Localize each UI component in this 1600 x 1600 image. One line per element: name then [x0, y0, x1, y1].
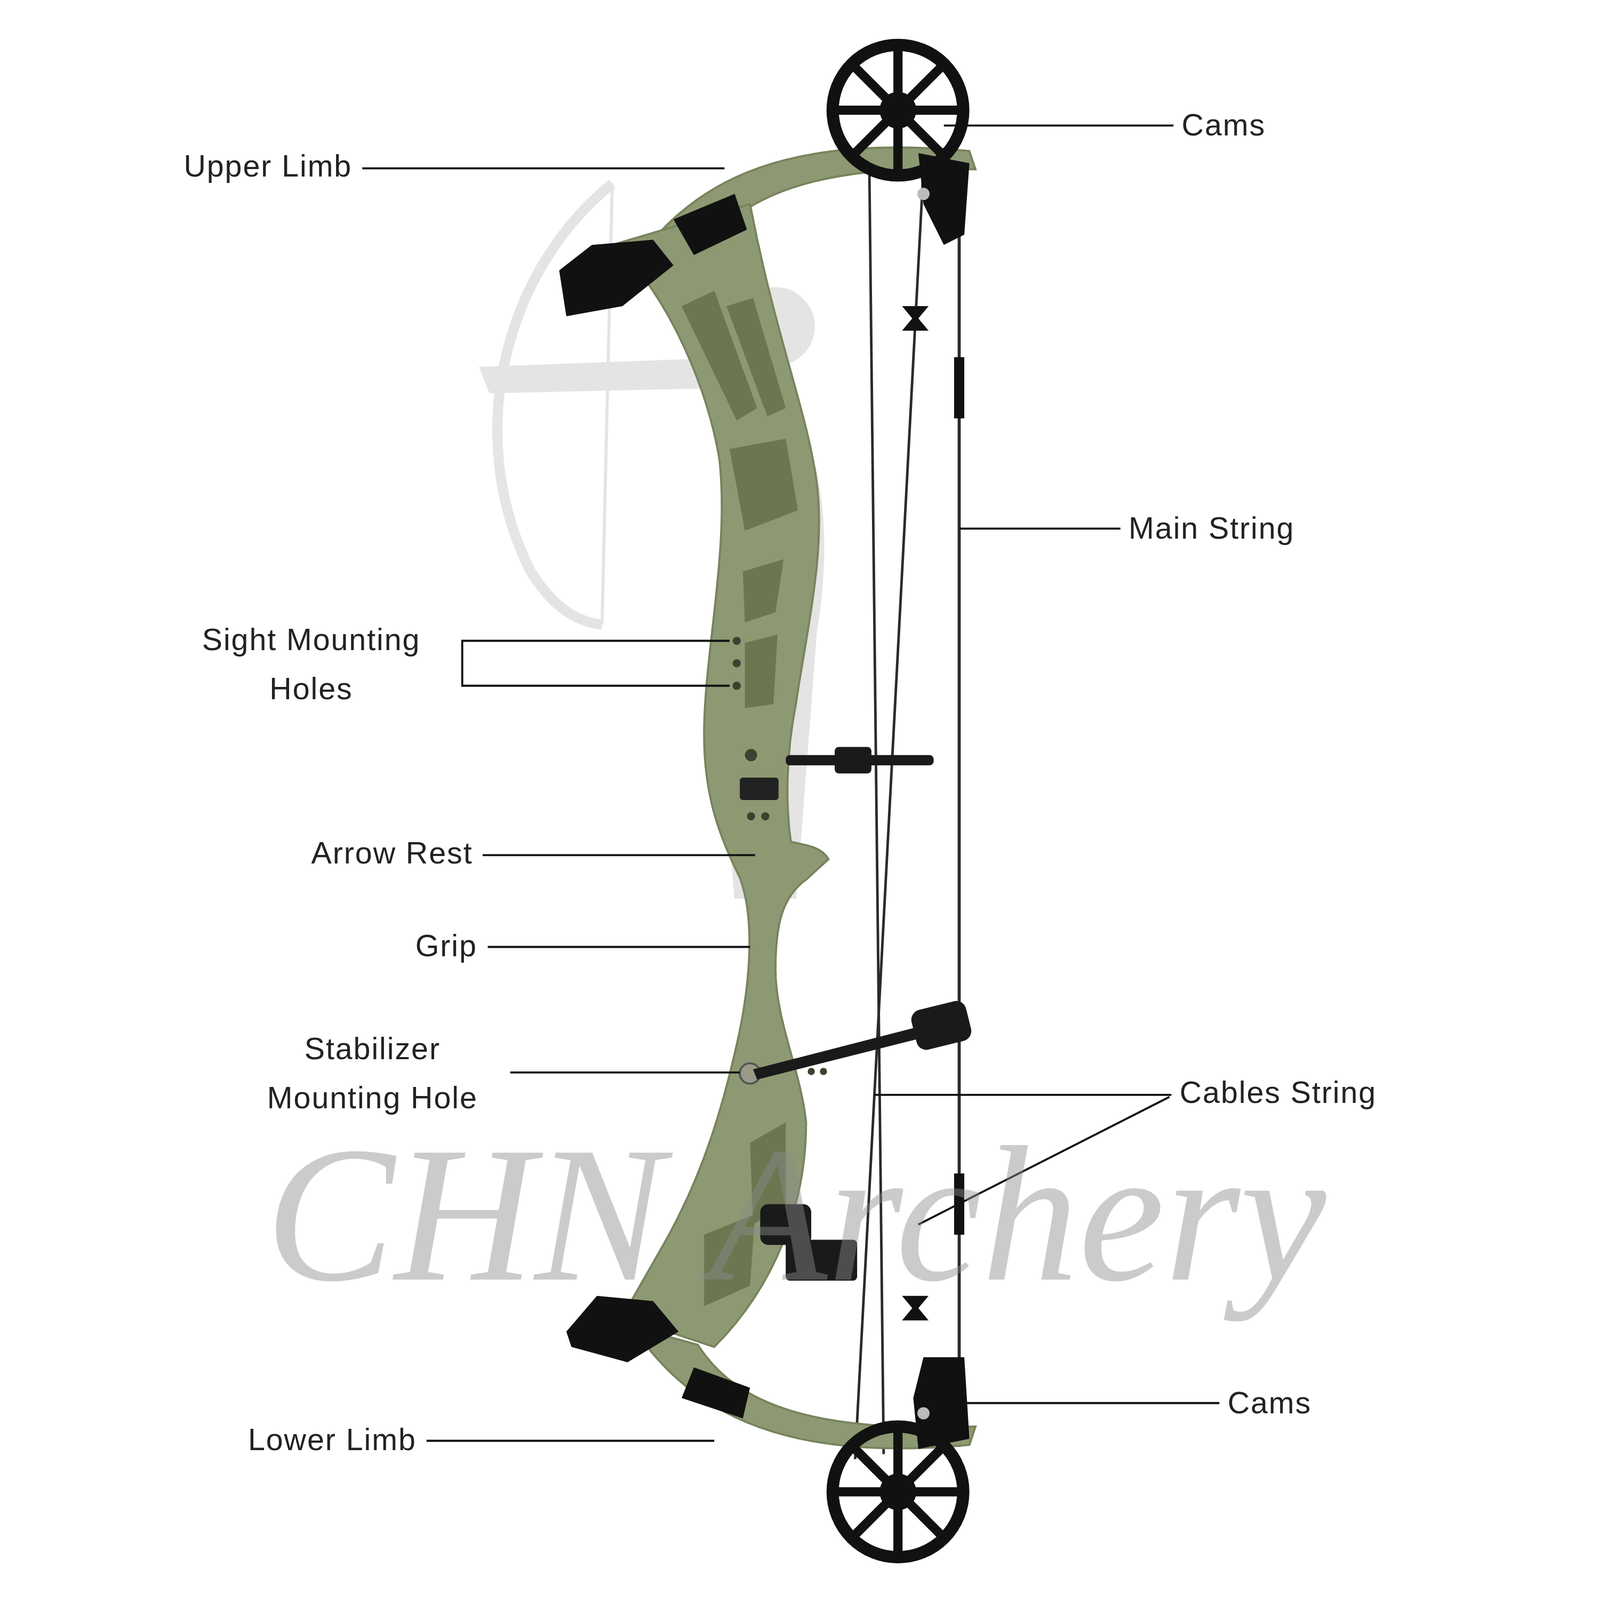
riser-badge	[739, 777, 779, 800]
cam-wheel	[832, 44, 964, 176]
cam-spokes	[832, 1426, 964, 1558]
leader-line	[426, 1440, 715, 1443]
rest-hole	[745, 748, 758, 762]
part-label: Main String	[1128, 504, 1295, 554]
arrow-rest-body	[834, 747, 872, 774]
cutout	[742, 558, 784, 623]
rest-hole	[761, 812, 770, 821]
watermark: CHN Archery	[265, 1117, 1326, 1312]
leader-line	[944, 124, 1174, 127]
leader-line	[510, 1071, 740, 1074]
part-label: Grip	[415, 921, 478, 971]
part-label: Upper Limb	[183, 141, 352, 191]
leader-line	[488, 946, 751, 949]
stabilizer-rod	[753, 1025, 927, 1080]
cam-spokes	[832, 44, 964, 176]
leader-line	[961, 1402, 1220, 1405]
rest-hole	[747, 812, 756, 821]
part-label: Arrow Rest	[311, 828, 474, 878]
part-label: Sight Mounting Holes	[183, 615, 439, 714]
bottom-cam	[832, 1357, 970, 1558]
cutout	[745, 634, 778, 709]
string-serving	[954, 357, 965, 419]
part-label: Cables String	[1179, 1068, 1377, 1118]
leader-line	[873, 1093, 1172, 1096]
sight-hole	[732, 636, 741, 645]
riser-hole	[819, 1067, 827, 1075]
top-cam	[832, 44, 970, 245]
riser-hole	[807, 1067, 815, 1075]
leader-line	[362, 167, 725, 170]
limb-pocket	[681, 1367, 750, 1419]
leader-line	[958, 527, 1120, 530]
limb-pocket	[558, 240, 674, 317]
stabilizer-weight	[909, 998, 974, 1053]
cutout	[729, 438, 798, 531]
cutout	[726, 298, 786, 417]
cable-slide	[901, 306, 929, 331]
sight-hole	[732, 659, 741, 668]
part-label: Cams	[1181, 100, 1267, 150]
sight-hole	[732, 681, 741, 690]
cam-module	[913, 1357, 970, 1450]
part-label: Cams	[1227, 1378, 1312, 1428]
cam-hub	[879, 91, 917, 129]
leader-line	[482, 853, 756, 856]
cam-wheel	[832, 1426, 964, 1558]
axle	[917, 187, 930, 200]
part-label: Lower Limb	[248, 1415, 417, 1465]
cam-hub	[879, 1473, 917, 1511]
limb-pocket	[673, 194, 748, 256]
axle	[917, 1406, 930, 1420]
part-label: Stabilizer Mounting Hole	[244, 1024, 500, 1123]
bracket	[462, 641, 730, 686]
